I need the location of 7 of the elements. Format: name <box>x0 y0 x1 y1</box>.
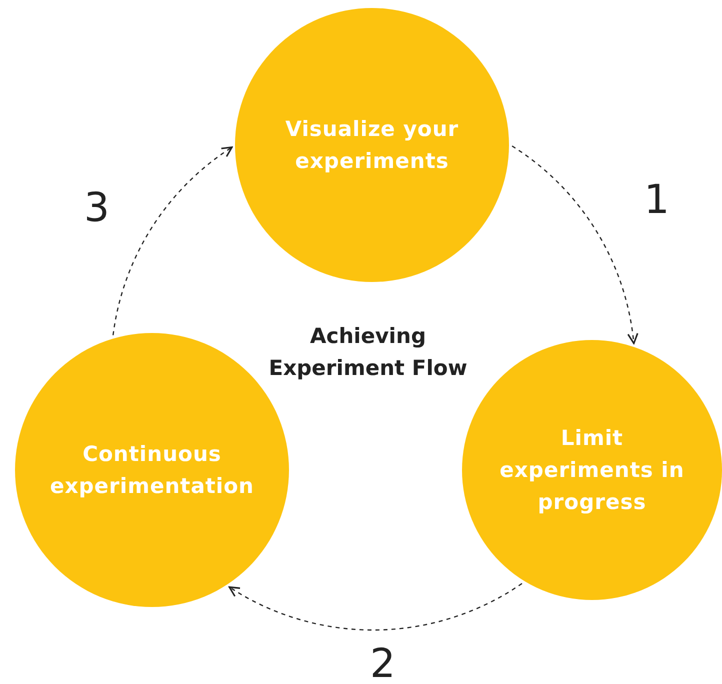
dashed-arrow <box>228 583 522 631</box>
dashed-arrow <box>512 145 638 344</box>
circle-label: Limit experiments in progress <box>498 425 686 516</box>
dashed-arrow <box>112 146 233 336</box>
circle-label: Continuous experimentation <box>48 441 256 500</box>
circle-label: Visualize your experiments <box>284 116 460 175</box>
center-title: Achieving Experiment Flow <box>268 323 468 382</box>
